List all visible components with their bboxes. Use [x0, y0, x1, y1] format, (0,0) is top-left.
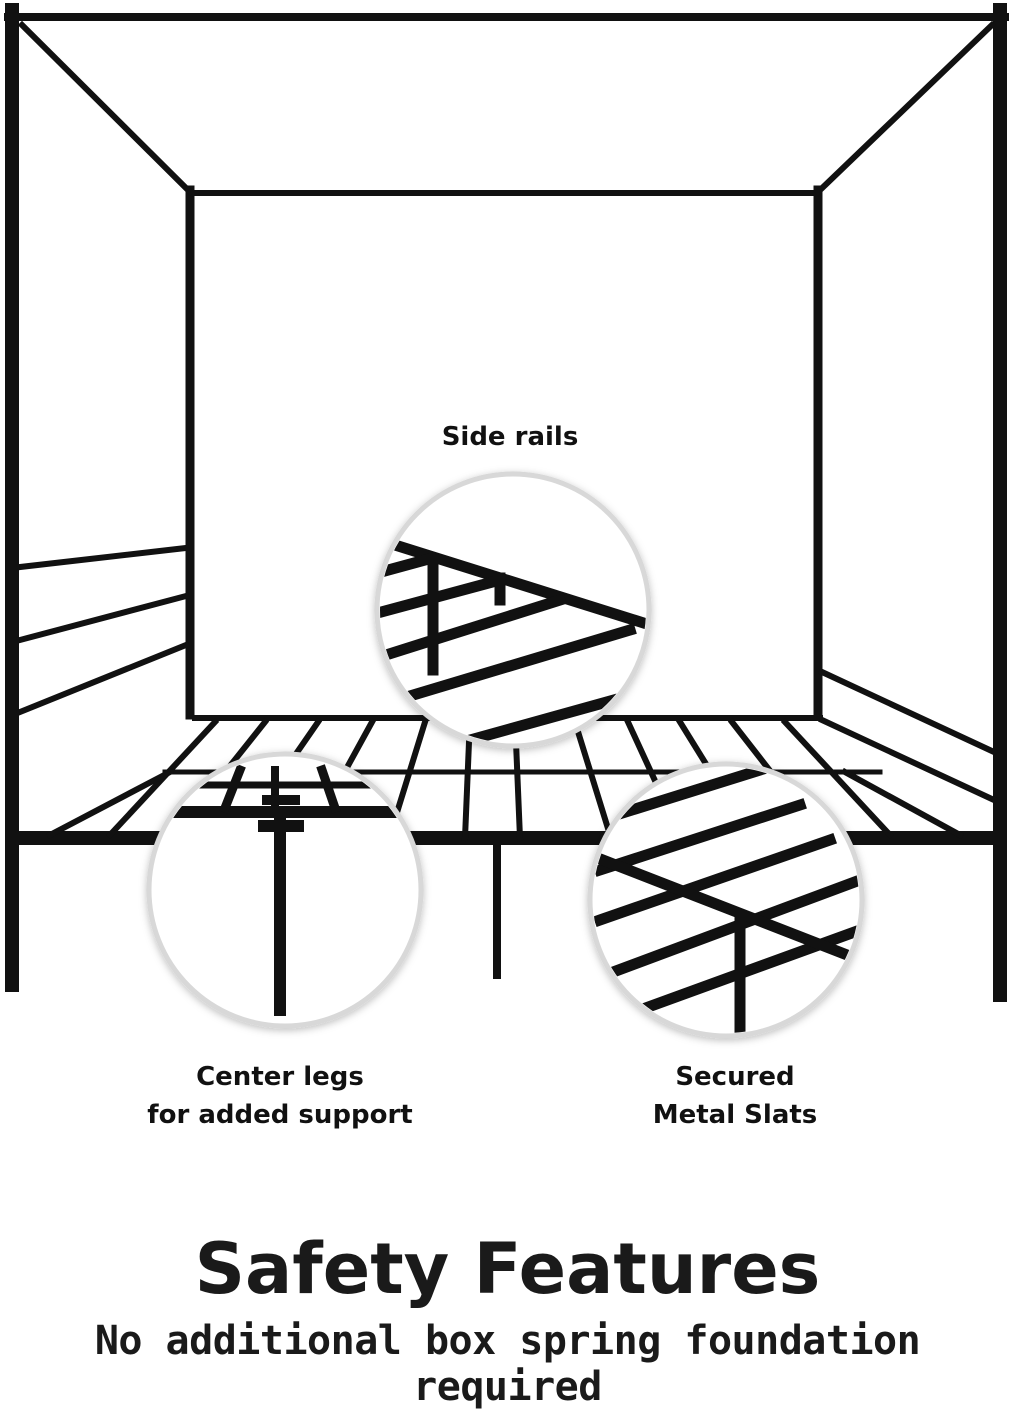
- section-title: Safety Features: [194, 1228, 821, 1310]
- magnifier-side-rails: [374, 471, 652, 749]
- callout-center-legs-line2: for added support: [147, 1100, 413, 1130]
- callout-metal-slats: Secured Metal Slats: [580, 1058, 890, 1134]
- magnifier-metal-slats: [587, 761, 865, 1039]
- callout-side-rails: Side rails: [441, 422, 579, 452]
- callout-center-legs-line1: Center legs: [196, 1062, 364, 1092]
- callout-slats-line2: Metal Slats: [652, 1100, 818, 1130]
- magnifier-center-legs: [146, 751, 424, 1029]
- canopy-bed-frame-illustration: [4, 3, 1009, 1039]
- callout-slats-line1: Secured: [675, 1062, 795, 1092]
- callout-center-legs: Center legs for added support: [110, 1058, 450, 1134]
- section-subtitle: No additional box spring foundation requ…: [94, 1318, 921, 1410]
